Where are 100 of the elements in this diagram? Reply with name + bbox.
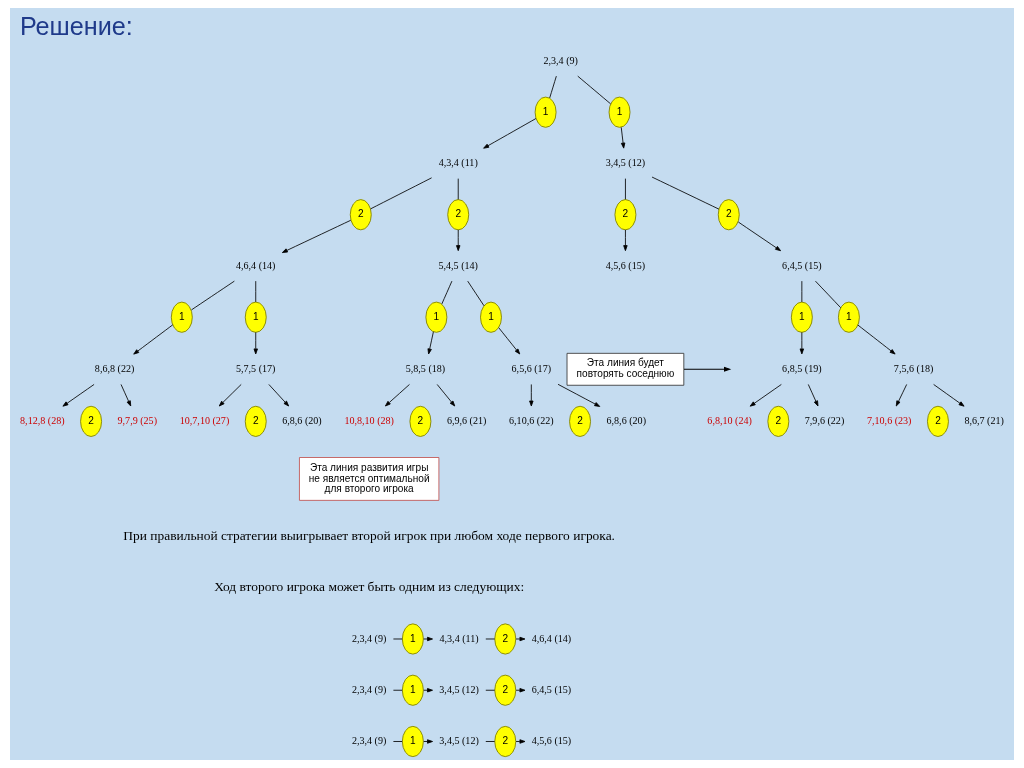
connector xyxy=(370,177,433,210)
node-text: 8,12,8 (28) xyxy=(20,414,65,426)
connector xyxy=(392,689,403,691)
diagram-title: Решение: xyxy=(19,11,133,40)
node-text: 6,9,6 (21) xyxy=(446,414,487,426)
node-ellipse: 2 xyxy=(927,405,949,437)
node-ellipse: 1 xyxy=(425,301,448,333)
node-text: 6,8,10 (24) xyxy=(707,414,752,426)
node-text: 6,10,6 (22) xyxy=(509,414,554,426)
arrow xyxy=(933,384,965,407)
arrow xyxy=(737,221,782,252)
node-text: 4,3,4 (11) xyxy=(439,632,479,644)
arrow xyxy=(436,384,456,407)
node-ellipse: 1 xyxy=(534,96,557,128)
arrow xyxy=(857,324,896,355)
node-ellipse: 2 xyxy=(494,623,517,655)
node-ellipse: 1 xyxy=(401,725,424,758)
arrow xyxy=(120,384,132,407)
connector xyxy=(549,75,557,99)
connector xyxy=(815,280,842,309)
node-ellipse: 1 xyxy=(480,301,502,333)
node-text: 5,4,5 (14) xyxy=(438,259,478,271)
connector xyxy=(577,75,611,105)
connector xyxy=(467,280,485,307)
node-text: 2,3,4 (9) xyxy=(543,54,578,66)
connector xyxy=(485,741,496,742)
connector xyxy=(625,178,626,200)
node-text: 6,8,6 (20) xyxy=(282,414,322,426)
node-box: Эта линия будет повторять соседнюю xyxy=(566,352,685,386)
arrow xyxy=(895,384,908,407)
arrow xyxy=(557,383,601,407)
arrow xyxy=(515,739,526,744)
node-ellipse: 2 xyxy=(494,674,517,706)
arrow xyxy=(133,324,174,355)
node-text: 10,8,10 (28) xyxy=(344,414,394,426)
node-text: 3,4,5 (12) xyxy=(439,683,479,695)
node-ellipse: 1 xyxy=(790,301,813,333)
node-ellipse: 1 xyxy=(608,96,631,128)
arrow xyxy=(807,384,819,407)
arrow xyxy=(218,384,242,407)
arrow xyxy=(529,384,534,407)
arrow xyxy=(683,366,732,372)
node-text: 6,5,6 (17) xyxy=(511,362,552,374)
node-text: 8,6,8 (22) xyxy=(94,362,135,374)
arrow xyxy=(62,384,95,407)
arrow xyxy=(620,126,626,149)
label: Ход второго игрока может быть одним из следующих: xyxy=(214,578,525,594)
node-text: 10,7,10 (27) xyxy=(179,414,230,426)
node-text: 2,3,4 (9) xyxy=(351,735,387,747)
node-ellipse: 2 xyxy=(717,199,740,231)
arrow xyxy=(423,739,433,744)
arrow xyxy=(253,331,258,355)
label: При правильной стратегии выигрывает второй игрок при любом ходе первого игрока. xyxy=(123,527,615,543)
node-text: 6,8,6 (20) xyxy=(606,414,646,426)
node-text: 2,3,4 (9) xyxy=(351,632,387,644)
arrow xyxy=(384,384,410,407)
node-box: Эта линия развития игры не является оптимальной для второго игрока xyxy=(299,457,440,501)
arrow xyxy=(456,229,461,252)
node-text: 3,4,5 (12) xyxy=(439,735,479,747)
arrow xyxy=(498,327,521,355)
arrow xyxy=(623,229,628,252)
node-text: 4,3,4 (11) xyxy=(438,157,478,169)
arrow xyxy=(515,688,526,693)
arrow xyxy=(423,688,433,693)
connector xyxy=(392,741,403,742)
node-text: 4,5,6 (15) xyxy=(605,259,646,271)
arrow xyxy=(427,331,434,355)
node-text: 4,6,4 (14) xyxy=(531,632,572,644)
node-text: 3,4,5 (12) xyxy=(605,157,646,169)
node-text: 4,5,6 (15) xyxy=(531,735,572,747)
node-ellipse: 1 xyxy=(244,301,267,333)
arrow xyxy=(268,384,290,407)
node-text: 6,4,5 (15) xyxy=(782,259,822,271)
node-text: 6,4,5 (15) xyxy=(531,683,572,695)
node-ellipse: 2 xyxy=(349,199,372,231)
node-text: 7,10,6 (23) xyxy=(866,414,912,426)
node-ellipse: 2 xyxy=(494,725,517,758)
connector xyxy=(441,280,453,305)
node-text: 7,5,6 (18) xyxy=(893,362,934,374)
connector xyxy=(255,280,257,303)
arrow xyxy=(799,331,805,355)
node-ellipse: 2 xyxy=(80,405,102,437)
node-text: 4,6,4 (14) xyxy=(236,259,276,271)
node-text: 9,7,9 (25) xyxy=(117,414,158,426)
arrow xyxy=(281,219,352,253)
node-ellipse: 1 xyxy=(401,623,424,655)
node-text: 5,7,5 (17) xyxy=(236,362,276,374)
node-text: 6,8,5 (19) xyxy=(782,362,822,374)
connector xyxy=(651,176,720,210)
node-ellipse: 2 xyxy=(244,405,267,437)
node-ellipse: 1 xyxy=(401,674,424,706)
node-ellipse: 2 xyxy=(614,199,637,231)
node-text: 2,3,4 (9) xyxy=(351,683,387,695)
connector xyxy=(191,280,235,311)
node-ellipse: 2 xyxy=(409,405,432,437)
node-ellipse: 1 xyxy=(838,301,860,333)
arrow xyxy=(423,636,433,642)
node-text: 7,9,6 (22) xyxy=(804,414,845,426)
arrow xyxy=(749,384,782,407)
arrow xyxy=(515,636,526,642)
